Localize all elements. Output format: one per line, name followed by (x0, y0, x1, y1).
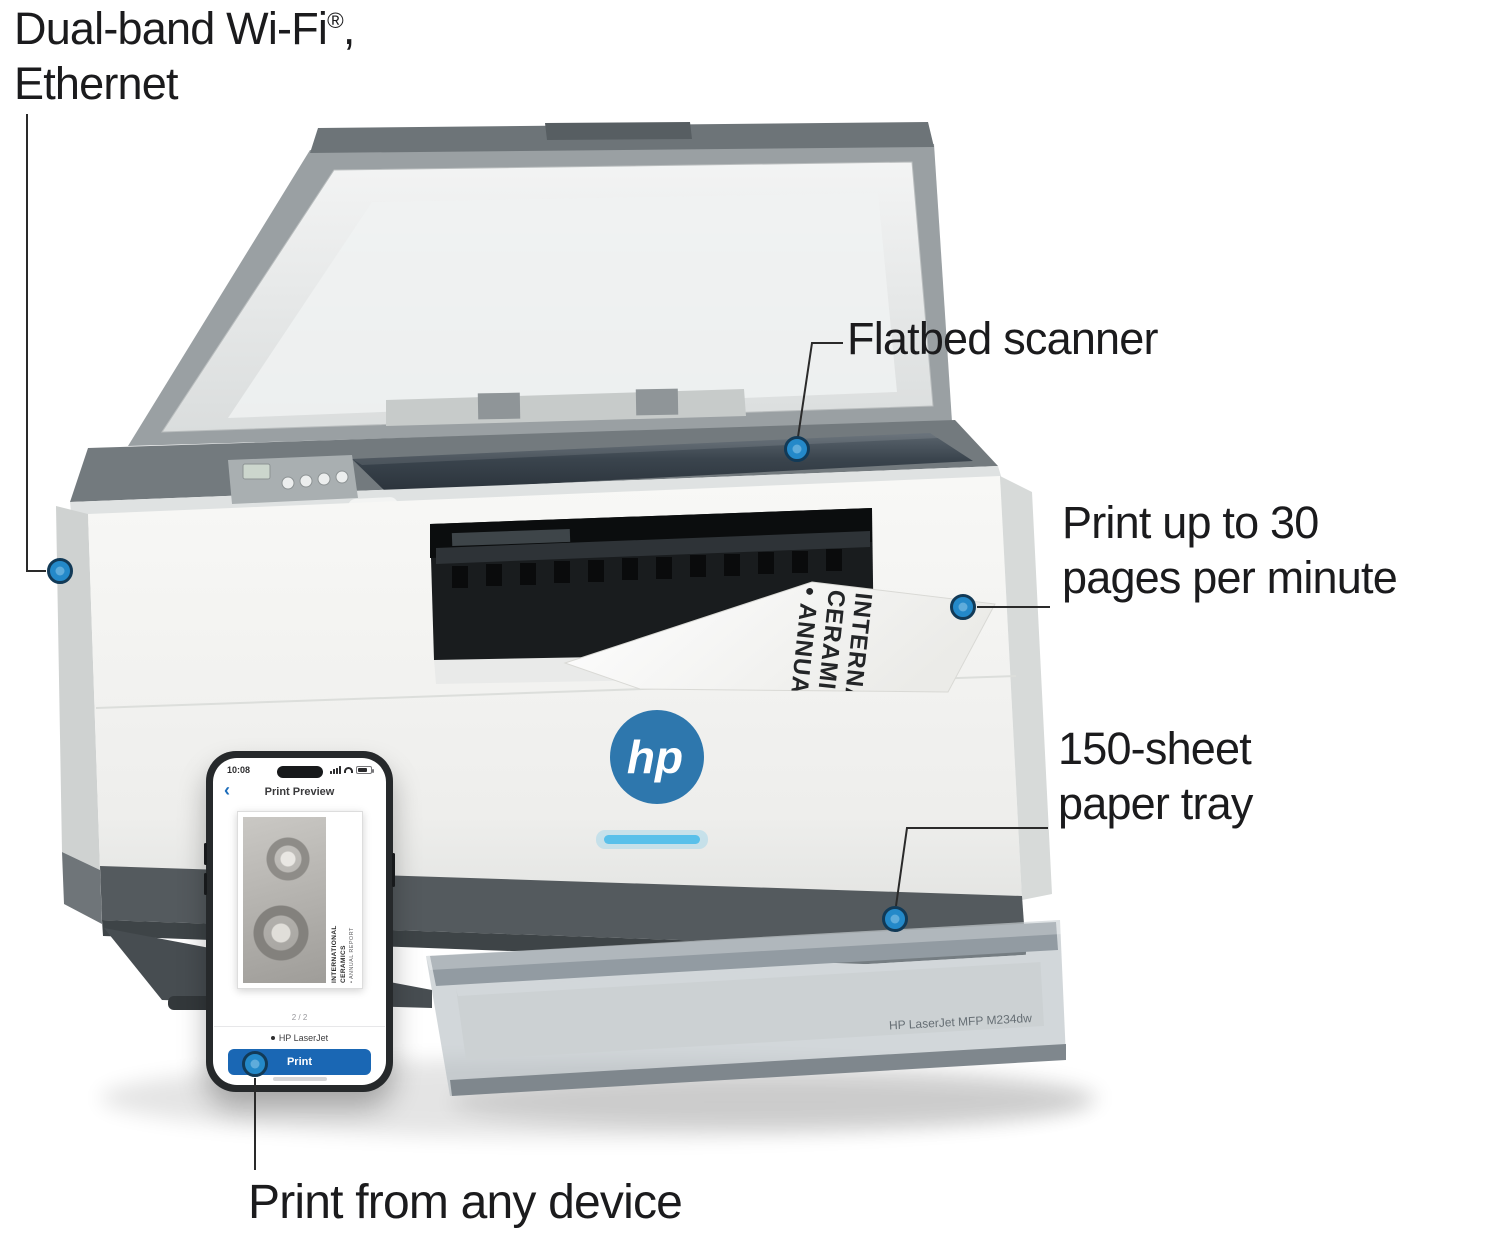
speed-label-line2: pages per minute (1062, 551, 1398, 603)
panel-button (299, 474, 313, 488)
phone-volume-button (204, 873, 207, 895)
wifi-icon (344, 767, 353, 773)
body-right-side (1000, 476, 1052, 900)
panel-button (281, 476, 295, 490)
camera-notch (276, 766, 323, 778)
status-light (596, 830, 708, 849)
paper-tray: HP LaserJet MFP M234dw (426, 920, 1066, 1096)
print-preview-header: ‹ Print Preview (213, 779, 386, 805)
phone-power-button (392, 853, 395, 887)
document-sidebar-text: INTERNATIONAL CERAMICS • ANNUAL REPORT (329, 817, 357, 983)
speed-label: Print up to 30 pages per minute (1062, 496, 1398, 606)
speed-label-line1: Print up to 30 (1062, 497, 1319, 548)
page-indicator: 2 / 2 (291, 1013, 308, 1022)
print-button: Print (228, 1049, 371, 1075)
smartphone: 10:08 ‹ Print Preview INTERNATIONAL CERA… (204, 751, 395, 1092)
device-label: Print from any device (248, 1176, 683, 1229)
output-rollers (452, 549, 842, 588)
doc-title-line: INTERNATIONAL (330, 925, 338, 983)
scanner-label: Flatbed scanner (847, 313, 1159, 364)
phone-status-bar: 10:08 (213, 758, 386, 775)
ceramics-photo (242, 817, 326, 983)
lid-hinge (635, 388, 679, 416)
doc-subtitle-line: • ANNUAL REPORT (348, 927, 355, 983)
wifi-label-line2: Ethernet (14, 57, 179, 109)
divider (214, 1026, 385, 1027)
printed-sheet: INTERNATIONAL CERAMICS • ANNUAL REPORT (563, 581, 996, 693)
registered-mark: ® (327, 8, 344, 33)
printer-row: HP LaserJet (213, 1027, 386, 1045)
battery-icon (356, 766, 374, 774)
tray-label-line2: paper tray (1058, 777, 1253, 829)
body-left-side (56, 506, 100, 870)
tray-shadow (450, 1076, 1090, 1128)
panel-button (317, 472, 331, 486)
panel-display (242, 463, 271, 480)
panel-button (335, 470, 349, 484)
tray-label-line1: 150-sheet (1058, 723, 1252, 774)
phone-volume-button (204, 843, 207, 865)
status-time: 10:08 (227, 765, 251, 775)
signal-icon (330, 766, 341, 774)
home-indicator (272, 1077, 327, 1081)
tray-label: 150-sheet paper tray (1058, 722, 1253, 832)
tray-rim (450, 1044, 1066, 1096)
document-preview: INTERNATIONAL CERAMICS • ANNUAL REPORT (236, 811, 363, 989)
doc-title-line: CERAMICS (339, 945, 347, 983)
print-preview-title: Print Preview (264, 786, 335, 798)
back-chevron-icon: ‹ (224, 780, 230, 800)
lid-handle (545, 122, 692, 140)
phone-screen: 10:08 ‹ Print Preview INTERNATIONAL CERA… (213, 758, 386, 1085)
printer-lid (128, 122, 952, 446)
lid-hinge (477, 392, 521, 420)
wifi-label-line1: Dual-band Wi-Fi®, (14, 3, 355, 54)
hp-logo: hp (610, 710, 704, 804)
wifi-label: Dual-band Wi-Fi®, Ethernet (14, 2, 355, 112)
printer-status-dot (270, 1036, 275, 1040)
tray-front (426, 920, 1066, 1096)
scanner-glass (352, 433, 973, 492)
document-preview-area: INTERNATIONAL CERAMICS • ANNUAL REPORT (213, 805, 386, 1008)
printer-name: HP LaserJet (278, 1033, 329, 1043)
hp-logo-text: hp (627, 731, 683, 783)
